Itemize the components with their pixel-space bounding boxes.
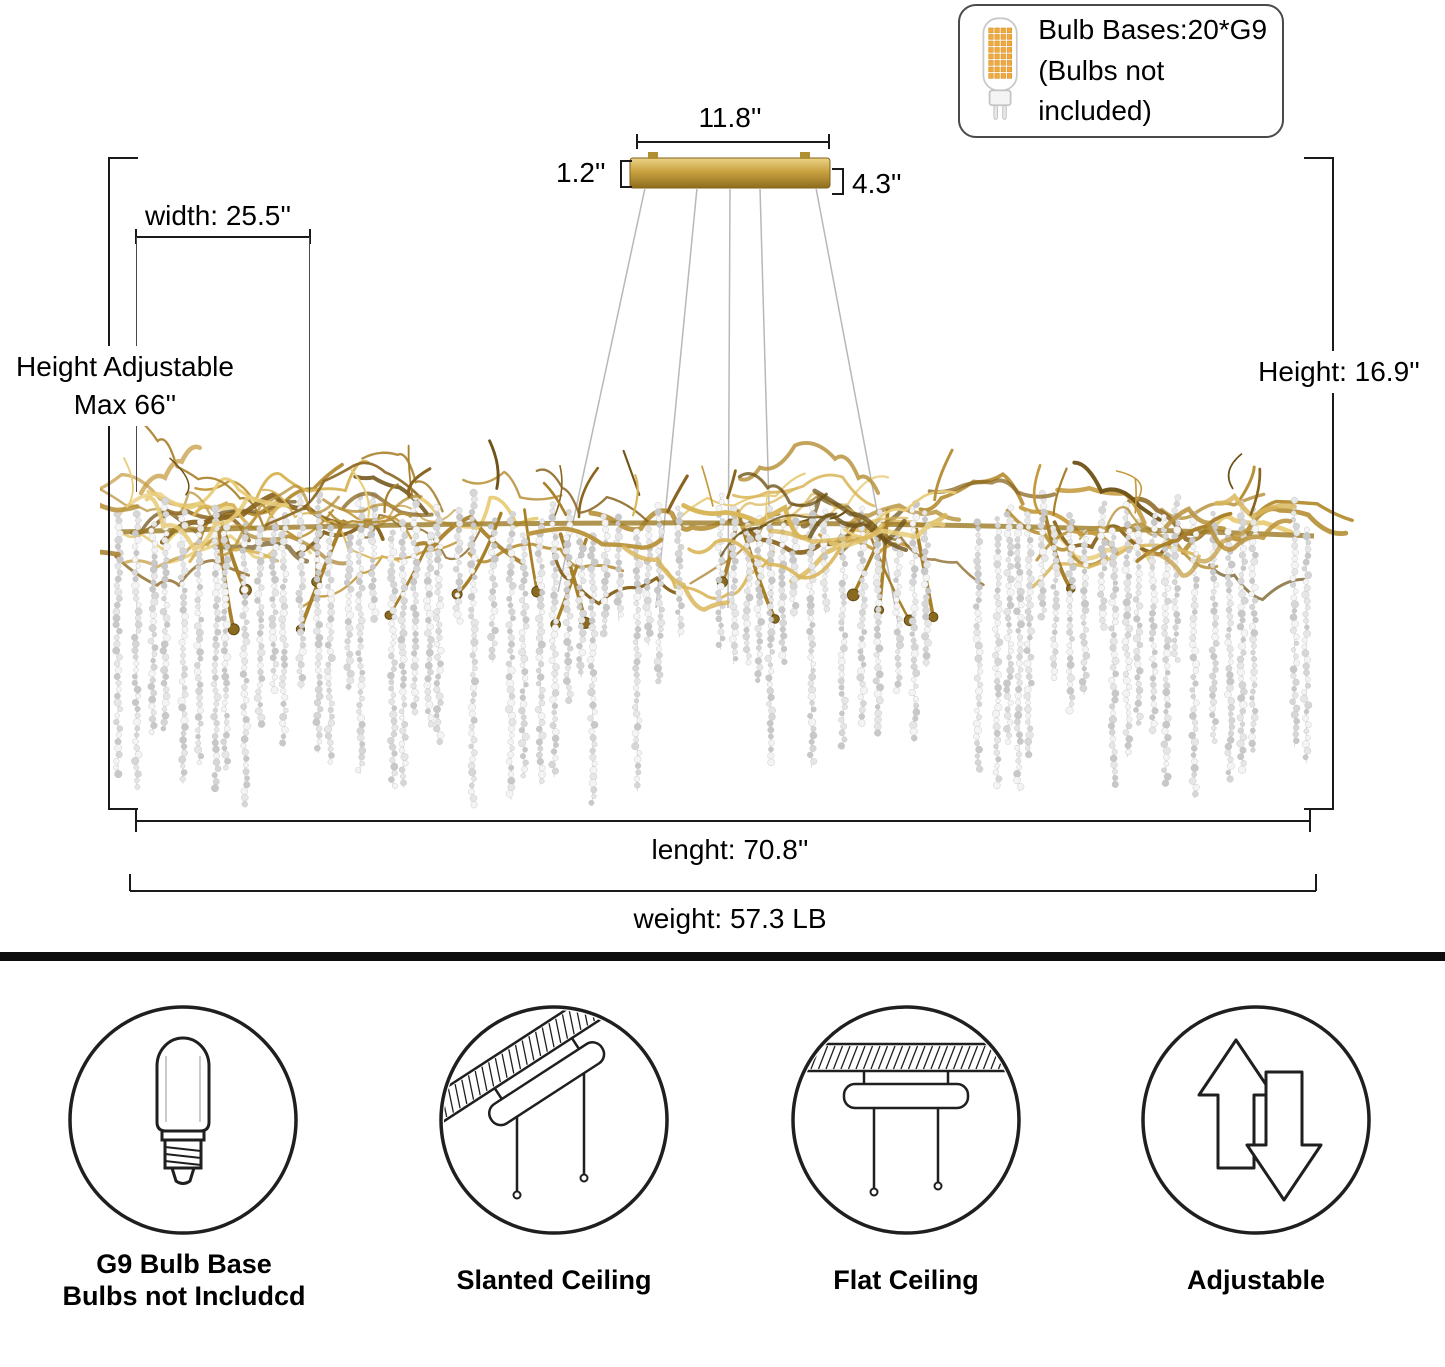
bulb-info-box: Bulb Bases:20*G9 (Bulbs not included) (958, 4, 1284, 138)
weight-label: weight: 57.3 LB (633, 903, 827, 934)
dim-tick (1304, 808, 1334, 810)
fixture-height-dim-line (1332, 158, 1334, 810)
length-label: lenght: 70.8'' (651, 834, 809, 865)
g9-bulb-icon (68, 1005, 298, 1235)
fixture-height-label: Height: 16.9'' (1236, 351, 1442, 393)
dim-tick (108, 808, 138, 810)
body-width-dropline (309, 237, 310, 503)
feature-label-slanted-ceiling: Slanted Ceiling (456, 1265, 652, 1295)
canopy-length-label: 11.8'' (698, 102, 762, 133)
canopy-height-bracket (620, 160, 622, 188)
body-width-dim-line (136, 236, 310, 238)
canopy-depth-bracket (842, 168, 844, 195)
dim-tick (828, 134, 830, 149)
feature-label-line: Bulbs not Includcd (62, 1281, 306, 1312)
length-dim-line (136, 820, 1310, 822)
dim-tick (129, 874, 131, 891)
dim-tick (620, 160, 632, 162)
dim-tick (108, 157, 138, 159)
dim-tick (636, 134, 638, 149)
height-adjustable-line2: Max 66'' (73, 388, 177, 420)
height-adjustable-label: Height Adjustable Max 66'' (4, 346, 246, 426)
dim-tick (1304, 157, 1334, 159)
dim-tick (1309, 809, 1311, 832)
body-width-label: width: 25.5'' (144, 200, 292, 231)
feature-label-flat-ceiling: Flat Ceiling (833, 1265, 979, 1295)
slanted-ceiling-icon (439, 1005, 669, 1235)
height-adjustable-dim-line (108, 158, 110, 810)
dim-tick (1315, 874, 1317, 891)
dim-tick (309, 229, 311, 244)
dim-tick (620, 186, 632, 188)
bulbs-not-included-line: (Bulbs not included) (1038, 54, 1165, 127)
dim-tick (832, 168, 844, 170)
chandelier-illustration (100, 152, 1354, 809)
canopy-height-label: 1.2'' (556, 157, 606, 188)
weight-dim-line (130, 890, 1316, 892)
dim-tick (135, 809, 137, 832)
height-adjustable-line1: Height Adjustable (16, 351, 234, 382)
feature-label-line: G9 Bulb Base (96, 1249, 272, 1279)
dim-tick (135, 229, 137, 244)
bulb-bases-line: Bulb Bases:20*G9 (1038, 14, 1268, 46)
canopy-length-dim-line (637, 141, 829, 143)
adjustable-arrows-icon (1141, 1005, 1371, 1235)
section-divider (0, 952, 1445, 961)
bulb-info-text: Bulb Bases:20*G9 (Bulbs not included) (1038, 10, 1270, 132)
flat-ceiling-icon (791, 1005, 1021, 1235)
dim-tick (832, 193, 844, 195)
feature-label-g9-bulb-base: G9 Bulb Base Bulbs not Includcd (19, 1248, 349, 1313)
canopy-depth-label: 4.3'' (852, 168, 902, 199)
feature-label-adjustable: Adjustable (1186, 1265, 1326, 1295)
g9-bulb-photo-icon (982, 17, 1018, 120)
